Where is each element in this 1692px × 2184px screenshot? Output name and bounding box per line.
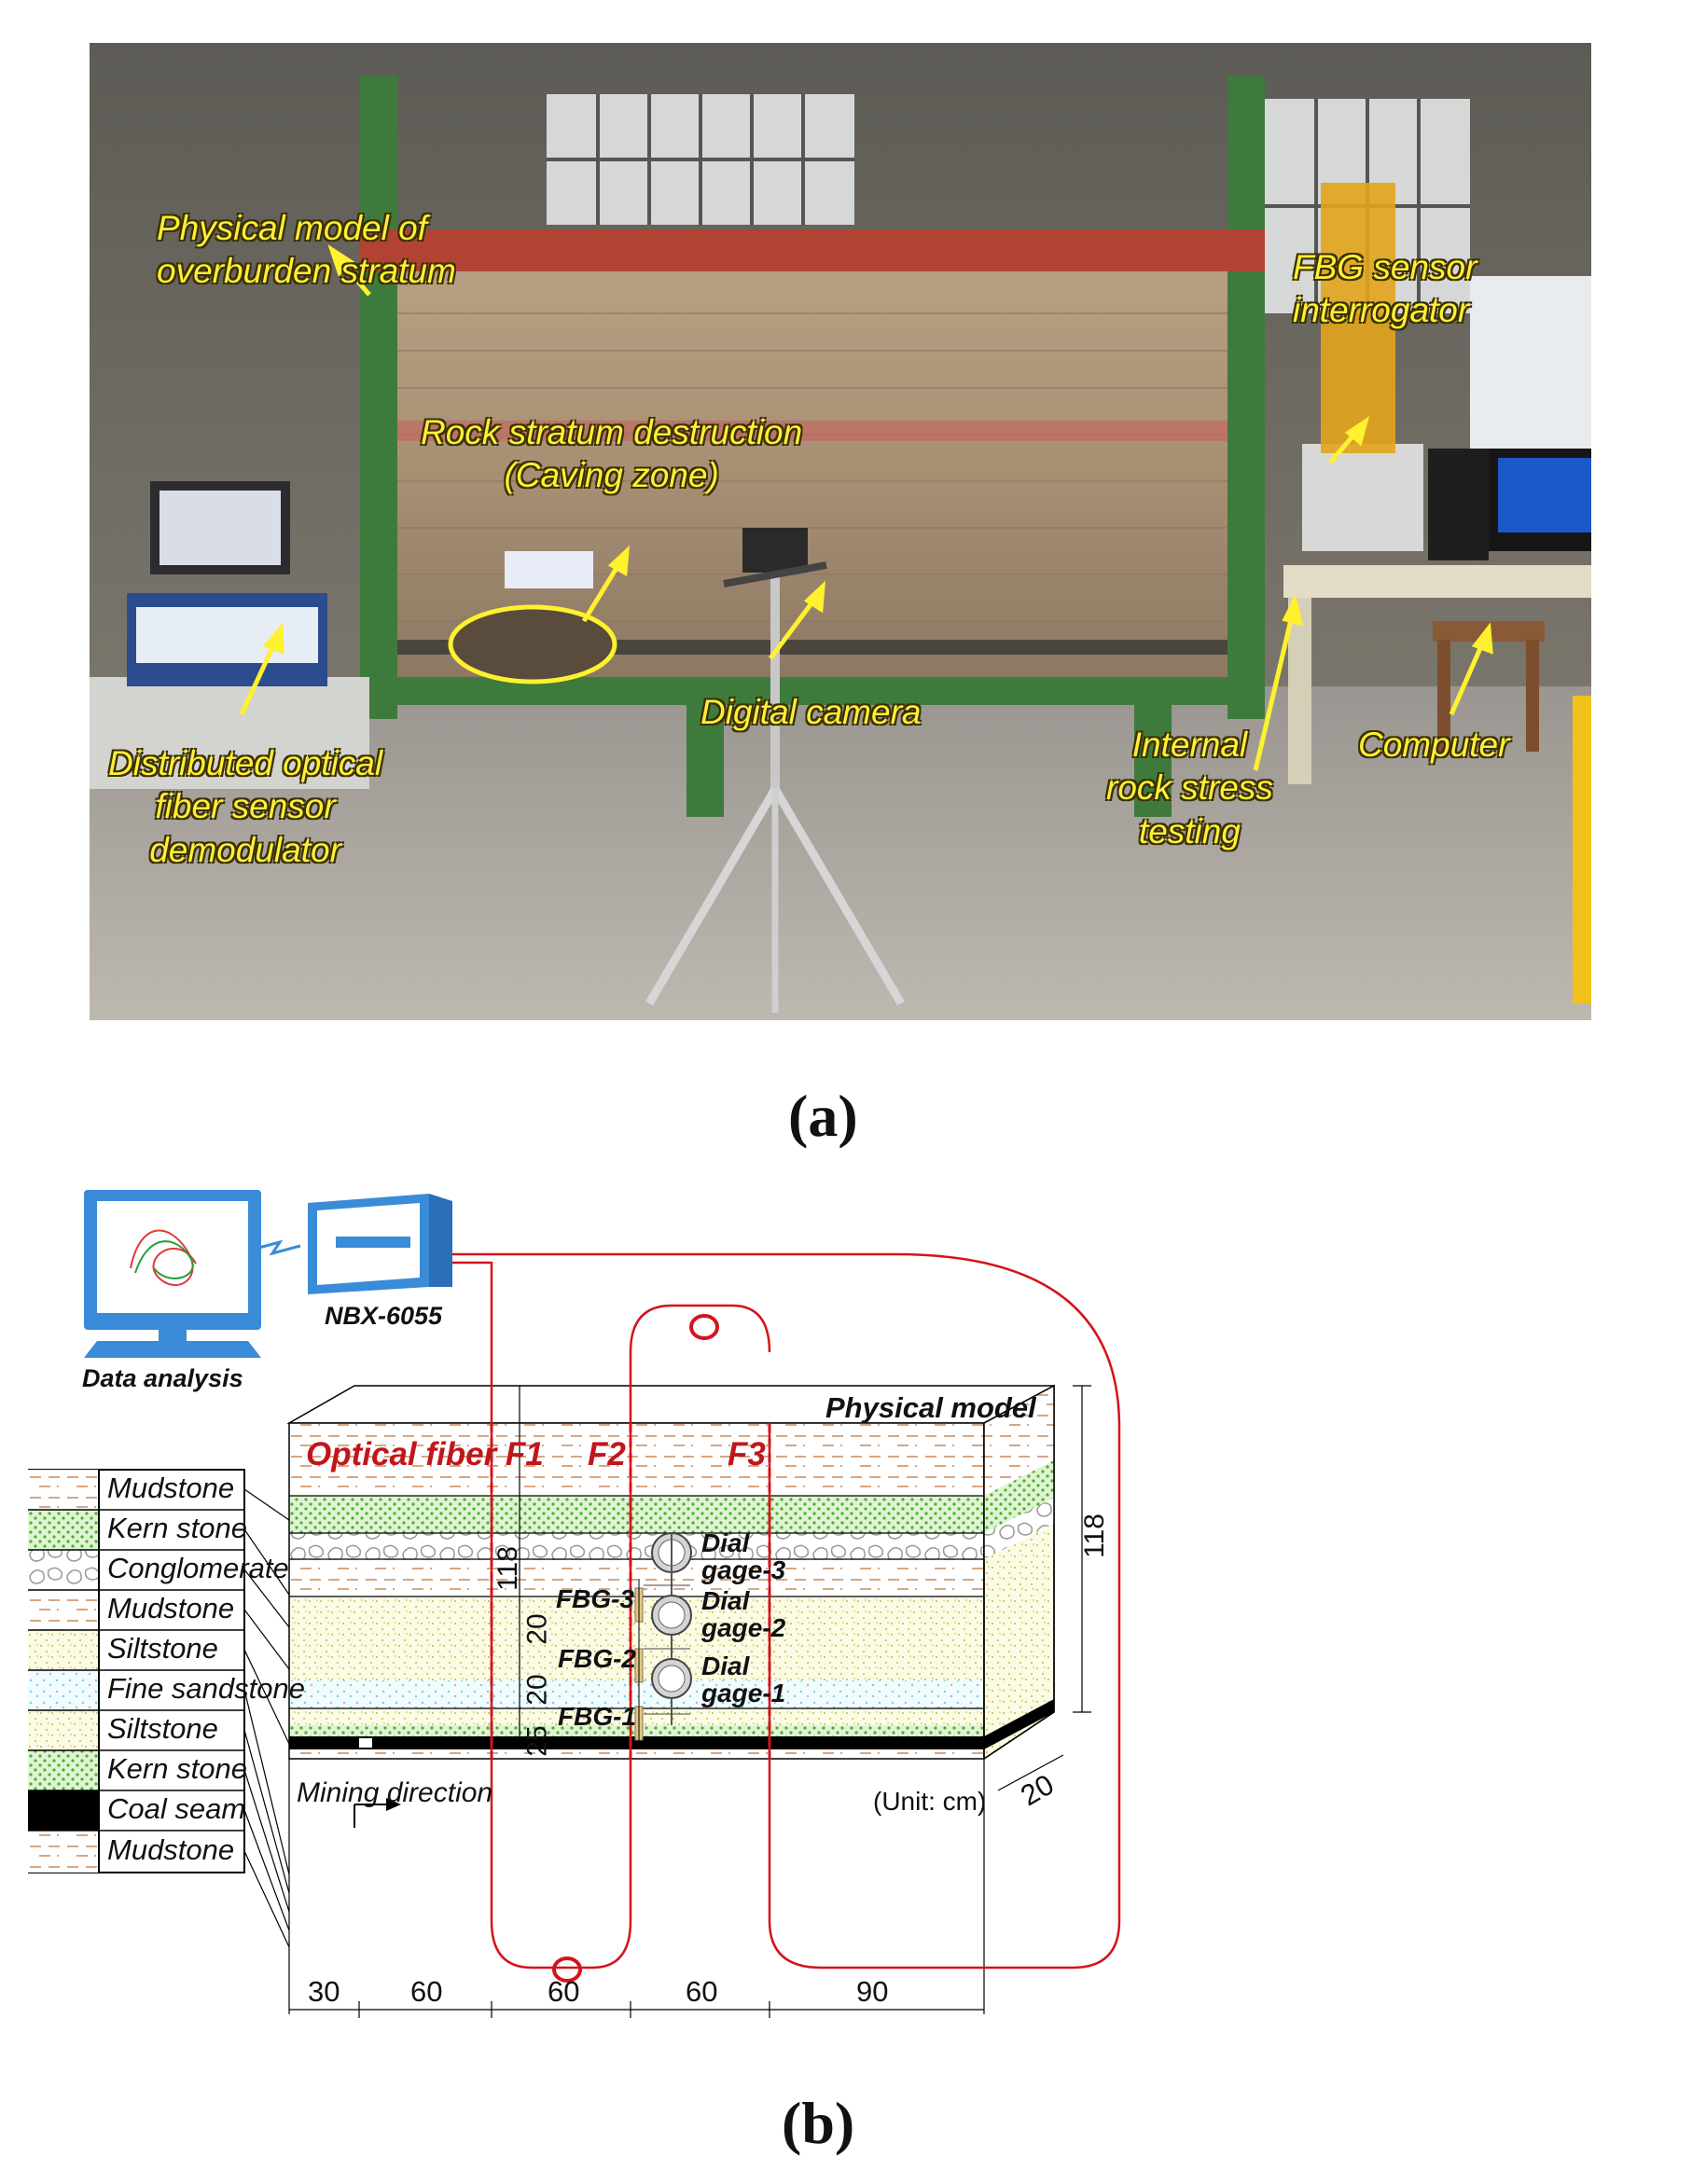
fiber-label-f2: F2 (588, 1436, 626, 1472)
dial-gage-1-label: Dial gage-1 (701, 1652, 786, 1708)
mining-direction-label: Mining direction (297, 1777, 493, 1808)
label-rock-destruction: Rock stratum destruction (Caving zone) (421, 413, 803, 495)
keyboard-icon (84, 1341, 261, 1358)
label-digital-camera: Digital camera (700, 693, 922, 731)
spacing-label-2: 20 (521, 1674, 553, 1706)
fiber-label-f1: Optical fiber F1 (306, 1436, 544, 1472)
schematic-drawing (27, 1190, 1121, 2018)
spacing-label-1: 20 (521, 1613, 553, 1645)
fbg-interrogator-device (1302, 444, 1423, 551)
hspacing-label-4: 60 (686, 1975, 718, 2008)
legend-table (27, 1469, 290, 1948)
fiber-loop-bottom (552, 1956, 582, 1983)
dimension-lines (288, 1385, 1091, 2018)
fbg-sensors (634, 1579, 644, 1749)
legend-label-4: Mudstone (107, 1592, 235, 1624)
fiber-loop-top (689, 1314, 719, 1340)
red-beam (360, 229, 1265, 271)
label-distributed-demodulator: Distributed optical fiber sensor demodul… (108, 744, 383, 869)
legend-label-6: Fine sandstone (107, 1672, 305, 1705)
data-analysis-label: Data analysis (82, 1364, 243, 1392)
inner-height-label: 118 (492, 1546, 523, 1591)
photo-arrows (239, 244, 1493, 771)
fbg-3-label: FBG-3 (556, 1584, 634, 1613)
label-internal-stress: Internal rock stress testing (1106, 726, 1273, 850)
spacing-label-3: 25 (521, 1725, 553, 1757)
fiber-label-f3: F3 (728, 1436, 766, 1472)
legend-label-3: Conglomerate (107, 1552, 289, 1584)
dial-gage-icons (644, 1532, 692, 1725)
schematic-diagram: Data analysis NBX-6055 Physical model Mu… (27, 1184, 1670, 2061)
legend-label-8: Kern stone (107, 1752, 247, 1785)
legend-label-7: Siltstone (107, 1712, 218, 1745)
hspacing-label-2: 60 (410, 1975, 443, 2008)
label-fbg-interrogator: FBG sensor interrogator (1293, 248, 1477, 330)
device-name-label: NBX-6055 (325, 1302, 443, 1330)
legend-label-10: Mudstone (107, 1833, 235, 1866)
hspacing-label-3: 60 (548, 1975, 580, 2008)
nbx-device-icon (308, 1194, 452, 1294)
label-physical-model: Physical model of overburden stratum (157, 209, 456, 291)
caption-a: (a) (788, 1083, 858, 1149)
optical-fiber-dashed (490, 1423, 771, 1759)
caving-zone-ellipse (448, 604, 617, 684)
wireless-link-icon (251, 1239, 301, 1256)
unit-label: (Unit: cm) (873, 1787, 987, 1816)
hspacing-label-5: 90 (856, 1975, 889, 2008)
hspacing-label-1: 30 (308, 1975, 340, 2008)
dial-gage-3-label: Dial gage-3 (701, 1528, 786, 1585)
digital-camera-body (742, 528, 808, 573)
label-computer: Computer (1358, 726, 1510, 764)
total-height-label: 118 (1078, 1514, 1110, 1558)
physical-model-label: Physical model (825, 1391, 1036, 1424)
fbg-1-label: FBG-1 (558, 1702, 636, 1731)
optical-fiber-paths (452, 1252, 1121, 1970)
mining-direction-arrow (354, 1798, 401, 1828)
legend-label-5: Siltstone (107, 1632, 218, 1665)
legend-label-9: Coal seam (107, 1792, 246, 1825)
legend-label-2: Kern stone (107, 1512, 247, 1544)
caption-b: (b) (782, 2090, 855, 2156)
photo-scene (90, 43, 1591, 1020)
fbg-2-label: FBG-2 (558, 1644, 636, 1673)
computer-icon (84, 1190, 261, 1358)
experiment-photo: Physical model of overburden stratum Roc… (90, 43, 1591, 1020)
dial-gage-2-label: Dial gage-2 (701, 1586, 786, 1643)
legend-label-1: Mudstone (107, 1472, 235, 1504)
whiteboard (1470, 276, 1591, 463)
